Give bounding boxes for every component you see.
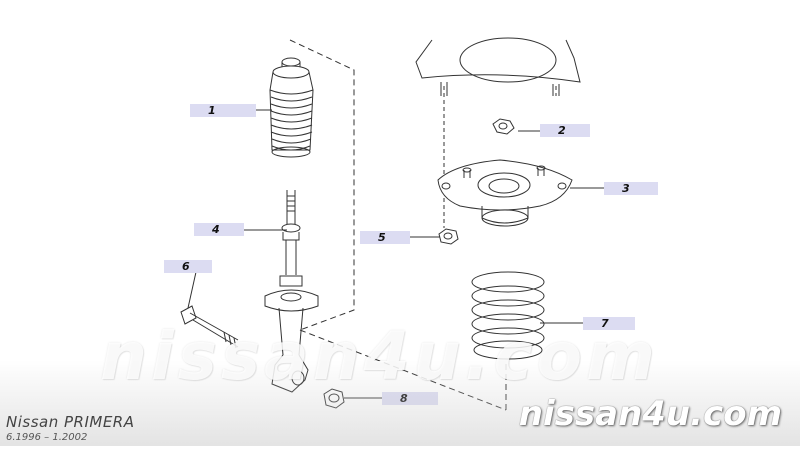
dust-boot (269, 57, 314, 158)
mount-dashed-line (443, 86, 557, 228)
watermark-center: nissan4u.com (100, 318, 659, 395)
bottom-shade (0, 360, 800, 446)
callout-5: 5 (360, 231, 410, 244)
shock-absorber (264, 190, 319, 393)
callout-1: 1 (190, 104, 256, 117)
mounting-bolt (180, 305, 239, 349)
side-nut (438, 228, 459, 245)
callout-6: 6 (164, 260, 212, 273)
model-years: 6.1996 – 1.2002 (6, 432, 88, 443)
callout-3: 3 (604, 182, 658, 195)
watermark-corner: nissan4u.com (518, 394, 782, 434)
upper-nut (492, 118, 515, 135)
body-panel (415, 37, 581, 96)
strut-top-mount (437, 159, 573, 227)
callout-2: 2 (540, 124, 590, 137)
callout-4: 4 (194, 223, 244, 236)
callout-7: 7 (583, 317, 635, 330)
coil-spring (471, 271, 545, 360)
model-name: Nissan PRIMERA (6, 413, 135, 431)
